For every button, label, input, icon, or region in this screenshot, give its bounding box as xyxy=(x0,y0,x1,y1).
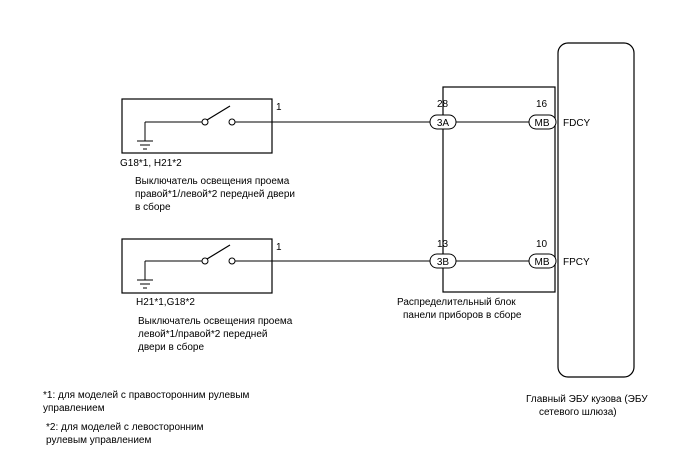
door-switch-2: 1 H21*1,G18*2 Выключатель освещения прое… xyxy=(121,238,293,353)
ecu-connector-mb-2 xyxy=(528,253,557,269)
jb-connector-3a-label: 3A xyxy=(437,118,450,129)
door-switch-1-box xyxy=(121,98,273,154)
ground-icon xyxy=(137,122,153,150)
junction-block-box xyxy=(442,86,556,293)
switch-1-desc-line-3: в сборе xyxy=(135,201,171,213)
body-ecu-box xyxy=(557,42,635,378)
ecu-connector-mb-1 xyxy=(528,114,557,130)
ecu-connector-mb-1-label: MB xyxy=(535,118,550,129)
door-switch-2-box xyxy=(121,238,273,294)
switch-1-desc-line-2: правой*1/левой*2 передней двери xyxy=(135,189,295,200)
ecu-signal-fpcy: FPCY xyxy=(563,257,590,268)
ecu-label-line-1: Главный ЭБУ кузова (ЭБУ xyxy=(526,394,648,405)
switch-2-desc-line-1: Выключатель освещения проема xyxy=(138,316,293,327)
ecu-signal-fdcy: FDCY xyxy=(563,118,591,129)
jb-connector-3b-label: 3B xyxy=(437,257,450,268)
switch-contact-icon xyxy=(201,244,236,265)
note-1-line-1: *1: для моделей с правосторонним рулевым xyxy=(43,390,250,401)
switch-2-pin: 1 xyxy=(276,242,282,253)
note-2-line-2: рулевым управлением xyxy=(46,435,151,446)
door-switch-1: 1 G18*1, H21*2 Выключатель освещения про… xyxy=(120,98,295,213)
jb-pin-13: 13 xyxy=(437,239,449,250)
ecu-pin-10: 10 xyxy=(536,239,548,250)
switch-2-desc-line-2: левой*1/правой*2 передней xyxy=(138,329,267,340)
switch-1-code: G18*1, H21*2 xyxy=(120,158,182,169)
jb-label-line-2: панели приборов в сборе xyxy=(403,309,522,321)
switch-contact-icon xyxy=(201,105,236,126)
jb-label-line-1: Распределительный блок xyxy=(397,296,516,308)
ecu-pin-16: 16 xyxy=(536,99,548,110)
junction-block: 28 3A 13 3B Распределительный блок панел… xyxy=(397,86,556,321)
body-ecu: 16 MB FDCY 10 MB FPCY Главный ЭБУ кузова… xyxy=(526,42,648,418)
switch-1-pin: 1 xyxy=(276,102,282,113)
ecu-connector-mb-2-label: MB xyxy=(535,257,550,268)
note-2-line-1: *2: для моделей с левосторонним xyxy=(46,422,204,433)
footnotes: *1: для моделей с правосторонним рулевым… xyxy=(43,390,250,446)
switch-2-desc-line-3: двери в сборе xyxy=(138,341,204,353)
note-1-line-2: управлением xyxy=(43,403,105,414)
switch-1-desc-line-1: Выключатель освещения проема xyxy=(135,176,290,187)
ground-icon xyxy=(137,261,153,289)
ecu-label-line-2: сетевого шлюза) xyxy=(539,407,617,418)
jb-pin-28: 28 xyxy=(437,99,449,110)
switch-2-code: H21*1,G18*2 xyxy=(136,297,195,308)
